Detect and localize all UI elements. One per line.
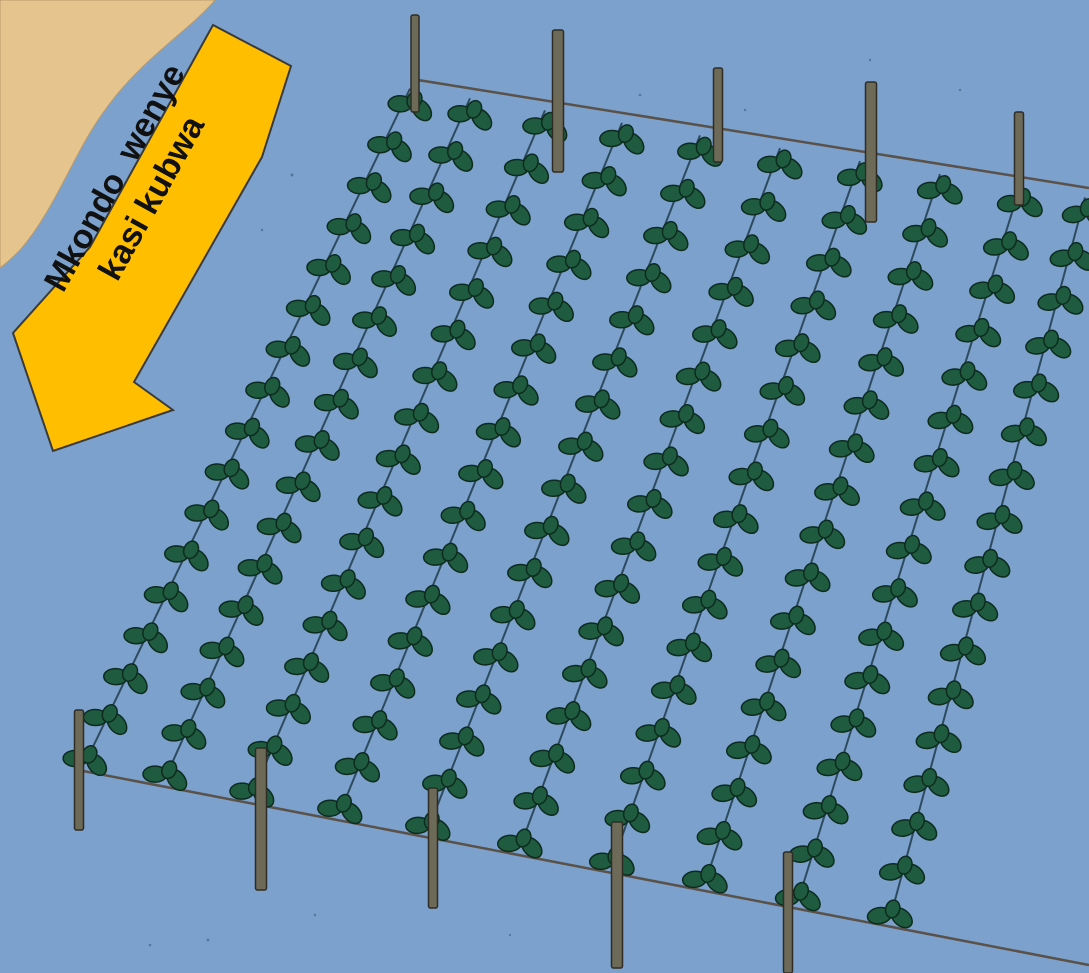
shore-sand xyxy=(0,0,216,269)
seaweed-line xyxy=(583,153,891,886)
stakes xyxy=(73,14,1025,973)
wooden-stake xyxy=(427,787,439,909)
seaweed-line xyxy=(769,180,1051,922)
wooden-stake xyxy=(410,14,420,113)
seaweed-line xyxy=(311,114,654,835)
wooden-stake xyxy=(782,851,794,973)
wooden-stake xyxy=(1013,111,1025,206)
seaweed-line xyxy=(56,79,442,787)
seaweed-line xyxy=(223,102,577,818)
seaweed-line xyxy=(491,140,812,869)
seaweed-line xyxy=(136,89,502,802)
wooden-stake xyxy=(254,747,268,891)
bottom-rope xyxy=(77,768,1089,967)
mooring-ropes xyxy=(77,78,1089,967)
top-rope xyxy=(417,78,1089,190)
seaweed-line xyxy=(399,127,732,852)
wooden-stake xyxy=(551,29,565,173)
current-arrow-shape xyxy=(11,23,293,453)
seaweed-line xyxy=(861,191,1089,938)
wooden-stake xyxy=(73,709,85,831)
wooden-stake xyxy=(712,67,724,163)
seaweed-line xyxy=(676,167,971,904)
wooden-stake xyxy=(610,821,624,969)
wooden-stake xyxy=(864,81,878,223)
seaweed-rows xyxy=(56,79,1089,938)
water-specks xyxy=(148,58,962,947)
